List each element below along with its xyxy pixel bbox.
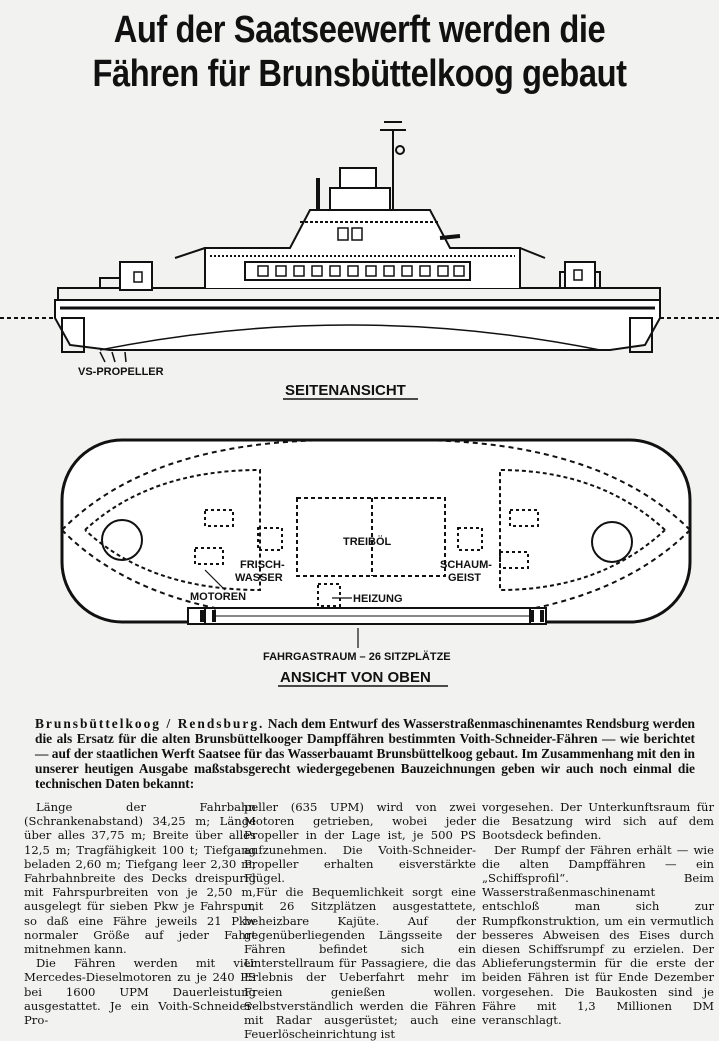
article-lead: Brunsbüttelkoog / Rendsburg. Nach dem En… (35, 716, 695, 791)
article-column-1: Länge der Fahrbahn (Schrankenabstand) 34… (24, 800, 256, 1027)
paragraph: Länge der Fahrbahn (Schrankenabstand) 34… (24, 800, 256, 957)
headline-line-2: Fähren für Brunsbüttelkoog gebaut (92, 53, 627, 95)
paragraph: Für die Bequemlichkeit sorgt eine mit 26… (244, 885, 476, 1041)
dateline: Brunsbüttelkoog / Rendsburg. (35, 716, 265, 731)
headline: Auf der Saatseewerft werden die Fähren f… (50, 8, 668, 96)
top-view-caption: ANSICHT VON OBEN (280, 669, 431, 686)
engines-label: MOTOREN (190, 591, 246, 603)
headline-line-1: Auf der Saatseewerft werden die (113, 9, 606, 51)
heating-label: HEIZUNG (353, 593, 403, 605)
article-column-2: peller (635 UPM) wird von zwei Motoren g… (244, 800, 476, 1041)
fresh-water-label-1: FRISCH- (240, 559, 285, 571)
article-column-3: vorgesehen. Der Unterkunftsraum für die … (482, 800, 714, 1027)
foam-label-2: GEIST (448, 572, 481, 584)
paragraph: peller (635 UPM) wird von zwei Motoren g… (244, 800, 476, 886)
foam-label-1: SCHAUM- (440, 559, 492, 571)
paragraph: vorgesehen. Der Unterkunftsraum für die … (482, 800, 714, 843)
top-view-drawing: TREIBÖL FRISCH- WASSER MOTOREN HEIZUNG S… (60, 438, 692, 687)
side-view-drawing: VS-PROPELLER SEITENANSICHT (0, 121, 719, 400)
side-view-caption: SEITENANSICHT (285, 382, 406, 399)
vs-propeller-label: VS-PROPELLER (78, 366, 164, 378)
lead-text: Nach dem Entwurf des Wasserstraßenmaschi… (35, 716, 695, 791)
paragraph: Die Fähren werden mit vier Mercedes-Dies… (24, 956, 256, 1028)
fuel-tank-label: TREIBÖL (343, 535, 392, 548)
fresh-water-label-2: WASSER (235, 572, 283, 584)
passenger-room-label: FAHRGASTRAUM – 26 SITZPLÄTZE (263, 650, 451, 663)
paragraph: Der Rumpf der Fähren erhält — wie die al… (482, 842, 714, 1028)
